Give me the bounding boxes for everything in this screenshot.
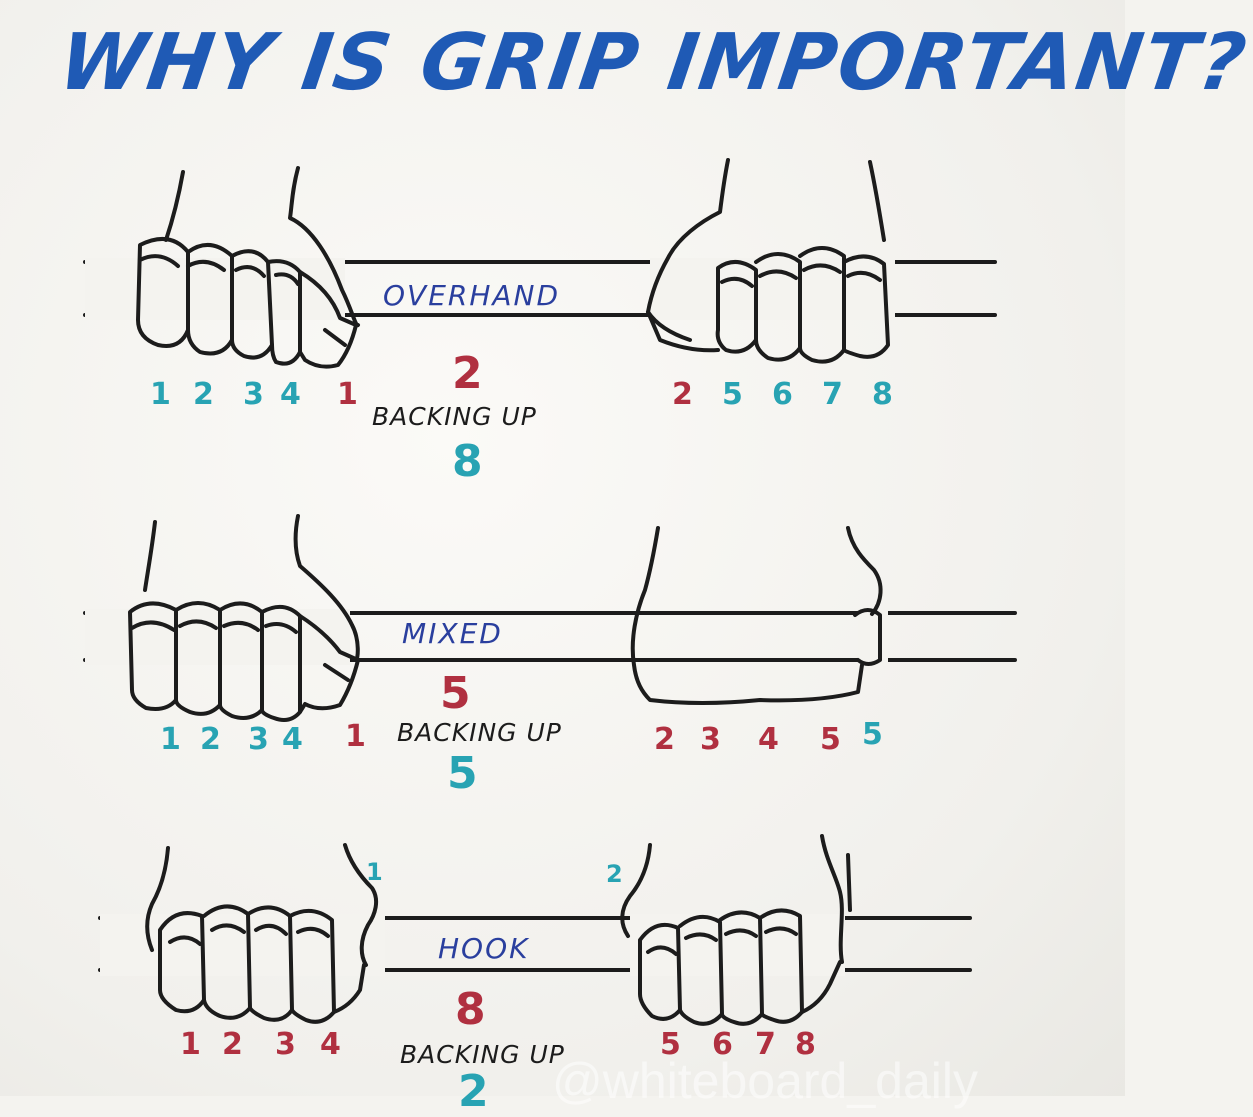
thumb-number: 2 bbox=[672, 377, 693, 412]
page-title: WHY IS GRIP IMPORTANT? bbox=[53, 18, 1253, 108]
hook-backing-count: 2 bbox=[458, 1066, 489, 1117]
finger-number: 6 bbox=[772, 377, 793, 412]
finger-number: 1 bbox=[160, 722, 181, 757]
overhand-backing-label: BACKING UP bbox=[372, 402, 537, 431]
finger-number: 4 bbox=[320, 1027, 341, 1062]
thumb-number: 1 bbox=[337, 377, 358, 412]
overhand-label: OVERHAND bbox=[383, 279, 561, 312]
finger-number: 4 bbox=[282, 722, 303, 757]
finger-number: 3 bbox=[248, 722, 269, 757]
finger-number: 2 bbox=[193, 377, 214, 412]
overhand-right-hand bbox=[646, 158, 895, 364]
hook-count: 8 bbox=[455, 984, 486, 1035]
overhand-left-hand bbox=[85, 166, 360, 369]
finger-number: 7 bbox=[755, 1027, 776, 1062]
hook-left-thumb-number: 1 bbox=[366, 858, 383, 886]
hook-right-hand bbox=[620, 834, 852, 1026]
overhand-count: 2 bbox=[452, 348, 483, 399]
mixed-label: MIXED bbox=[402, 617, 503, 650]
finger-number: 4 bbox=[758, 722, 779, 757]
thumb-number: 5 bbox=[862, 717, 883, 752]
mixed-count: 5 bbox=[440, 668, 471, 719]
finger-number: 2 bbox=[200, 722, 221, 757]
finger-number: 5 bbox=[722, 377, 743, 412]
mixed-backing-count: 5 bbox=[447, 748, 478, 799]
finger-number: 3 bbox=[243, 377, 264, 412]
finger-number: 4 bbox=[280, 377, 301, 412]
finger-number: 5 bbox=[660, 1027, 681, 1062]
finger-number: 8 bbox=[872, 377, 893, 412]
overhand-backing-count: 8 bbox=[452, 436, 483, 487]
thumb-number: 1 bbox=[345, 719, 366, 754]
finger-number: 2 bbox=[222, 1027, 243, 1062]
watermark: @whiteboard_daily bbox=[552, 1053, 979, 1109]
mixed-backing-label: BACKING UP bbox=[397, 718, 562, 747]
finger-number: 8 bbox=[795, 1027, 816, 1062]
grip-drawings bbox=[83, 158, 1017, 1026]
finger-number: 5 bbox=[820, 722, 841, 757]
hook-label: HOOK bbox=[438, 932, 530, 965]
mixed-left-hand bbox=[85, 514, 360, 722]
finger-number: 6 bbox=[712, 1027, 733, 1062]
finger-number: 3 bbox=[700, 722, 721, 757]
mixed-right-hand bbox=[630, 526, 888, 705]
finger-number: 2 bbox=[654, 722, 675, 757]
hook-backing-label: BACKING UP bbox=[400, 1040, 565, 1069]
finger-number: 7 bbox=[822, 377, 843, 412]
finger-number: 1 bbox=[150, 377, 171, 412]
finger-number: 3 bbox=[275, 1027, 296, 1062]
hook-right-thumb-number: 2 bbox=[606, 860, 623, 888]
hook-left-hand bbox=[100, 843, 385, 1024]
finger-number: 1 bbox=[180, 1027, 201, 1062]
